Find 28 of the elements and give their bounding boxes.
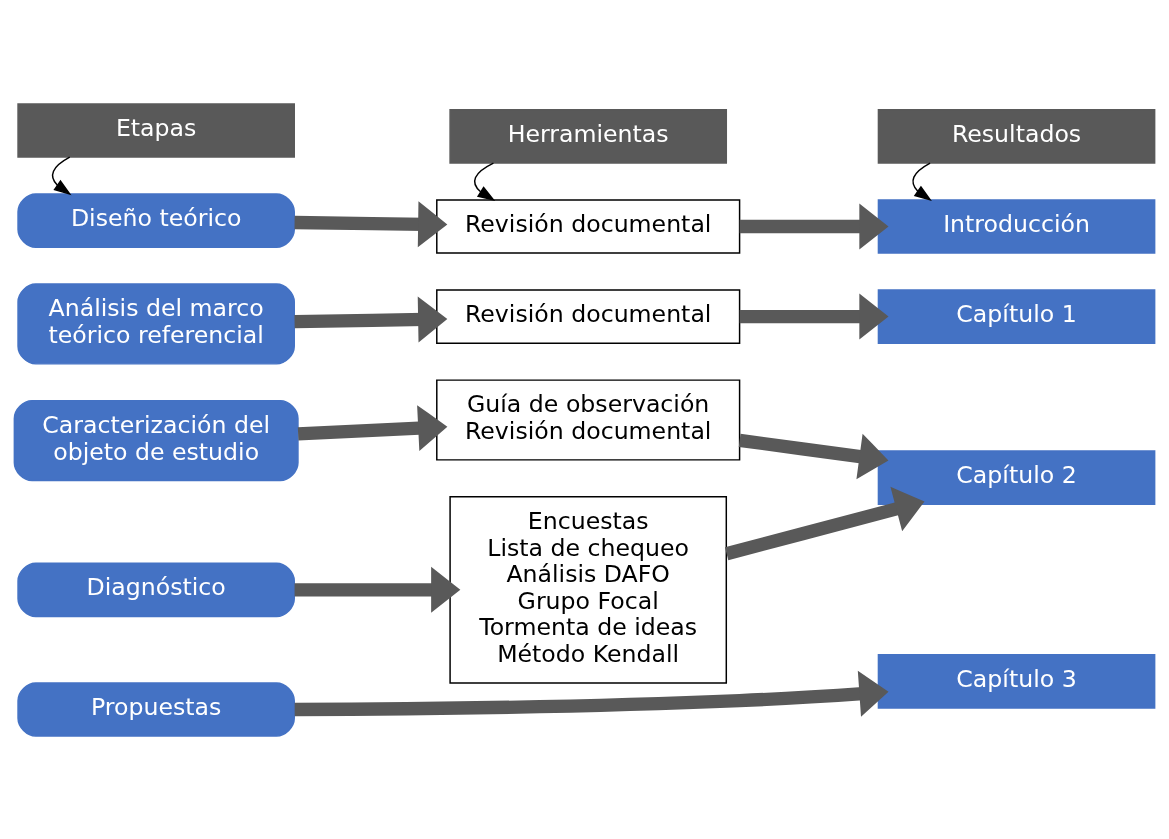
arrow [724,486,925,560]
arrow [294,200,448,247]
node-box: Caracterización del objeto de estudio [13,399,299,481]
arrow [473,161,496,201]
node-box: Análisis del marco teórico referencial [17,282,295,365]
arrow [912,161,932,201]
node-box: Introducción [877,198,1156,254]
arrow [738,433,889,479]
node-box: Capítulo 1 [877,288,1156,344]
arrow [297,404,448,451]
node-box: Resultados [877,108,1156,164]
node-box: Encuestas Lista de chequeo Análisis DAFO Grupo Focal Tormenta de ideas Método Kendall [449,495,728,684]
node-box: Diseño teórico [17,192,295,248]
node-box: Etapas [17,102,295,158]
node-box: Capítulo 3 [877,653,1156,709]
node-box: Revisión documental [436,288,741,344]
node-box: Capítulo 2 [877,449,1156,505]
arrow [294,296,448,342]
arrow [294,566,461,613]
node-box: Guía de observación Revisión documental [436,378,741,461]
node-box: Propuestas [17,681,295,737]
node-box: Diagnóstico [17,562,295,617]
node-box: Herramientas [449,108,728,164]
arrow [739,293,889,340]
arrow [51,156,72,195]
arrow [294,670,889,717]
node-box: Revisión documental [436,198,741,254]
arrow [739,203,889,249]
